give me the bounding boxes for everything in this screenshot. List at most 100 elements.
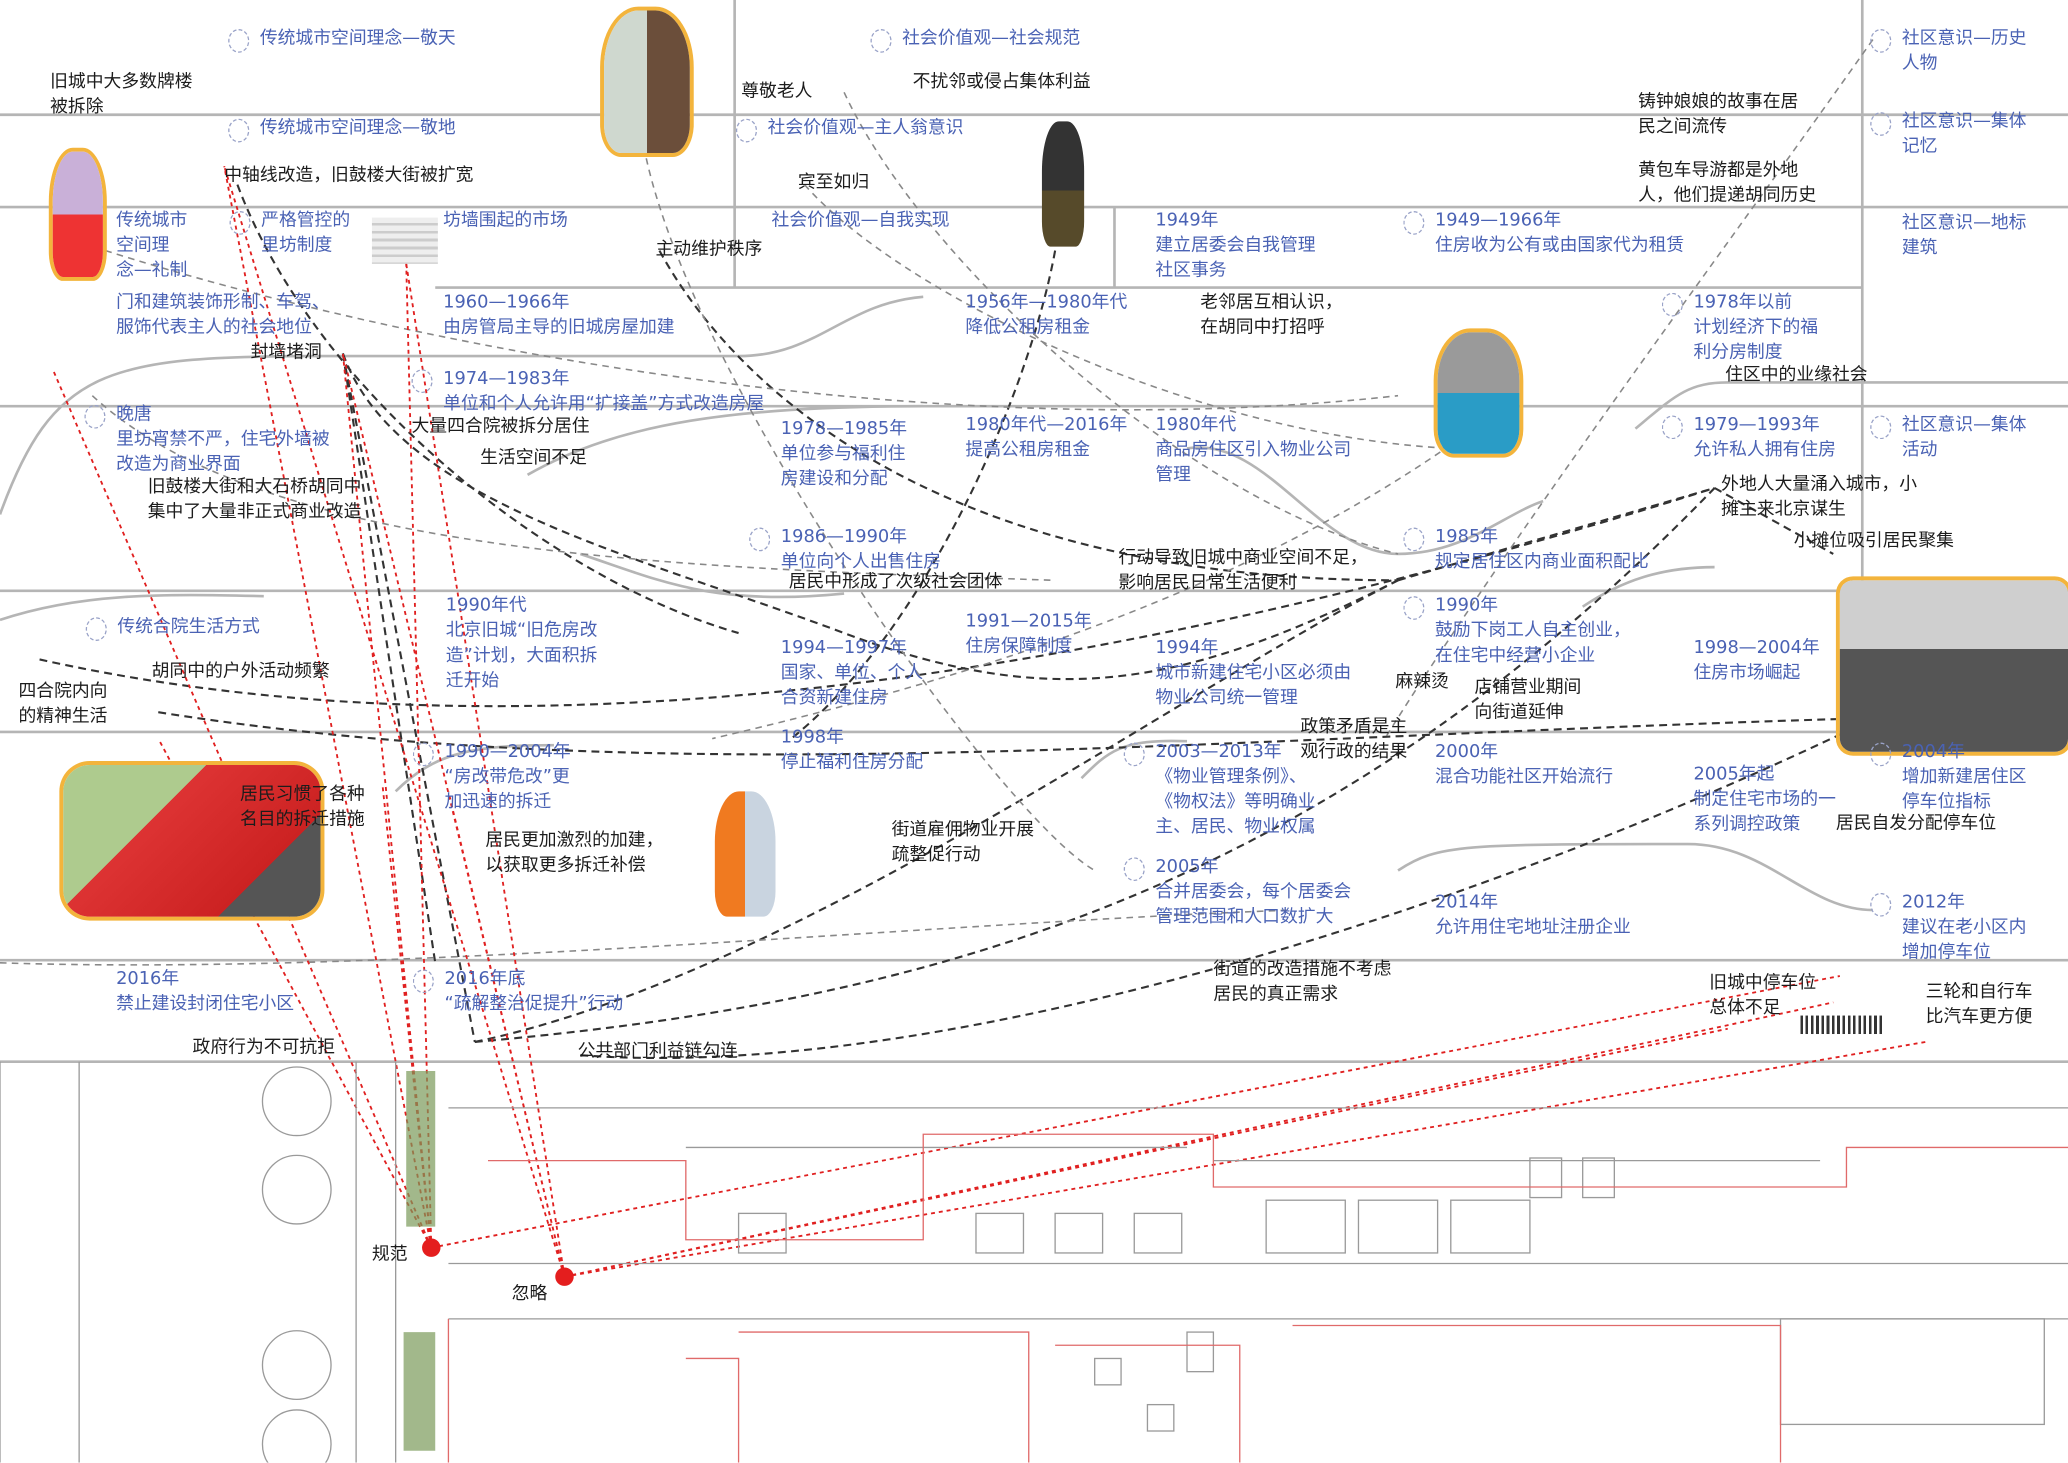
timeline-label: 社会价值观—社会规范	[902, 27, 1081, 49]
observation-note: 住区中的业缘社会	[1725, 364, 1868, 386]
observation-note: 铸钟娘娘的故事在居 民之间流传	[1638, 91, 1799, 138]
timeline-label: 1990年 鼓励下岗工人自主创业， 在住宅中经营小企业	[1434, 594, 1631, 667]
street-elevation-red-outline	[447, 1133, 2068, 1463]
elderly-couple-photo	[714, 791, 776, 917]
timeline-label: 晚唐 里坊宵禁不严，住宅外墙被 改造为商业界面	[116, 403, 330, 475]
observation-note: 街道雇佣物业开展 疏整促行动	[891, 819, 1035, 866]
observation-note: 四合院内向 的精神生活	[18, 680, 108, 727]
observation-note: 居民习惯了各种 名目的拆迁措施	[240, 783, 365, 830]
timeline-label: 传统合院生活方式	[117, 615, 260, 638]
observation-note: 行动导致旧城中商业空间不足， 影响居民日常生活便利	[1118, 547, 1368, 594]
observation-note: 政府行为不可抗拒	[192, 1036, 336, 1058]
timeline-label: 1960—1966年 由房管局主导的旧城房屋加建	[443, 291, 675, 338]
timeline-label: 社区意识—集体 活动	[1901, 414, 2027, 461]
tree-hedge	[403, 1070, 436, 1451]
observation-note: 黄包车导游都是外地 人，他们提递胡同历史	[1638, 159, 1817, 206]
dashed-circle-icon	[84, 404, 106, 429]
observation-note: 三轮和自行车 比汽车更方便	[1925, 981, 2033, 1028]
timeline-label: 2012年 建议在老小区内 增加停车位	[1901, 891, 2027, 963]
dashed-circle-icon	[1123, 742, 1145, 767]
timeline-label: 1978年以前 计划经济下的福 利分房制度	[1693, 291, 1819, 363]
observation-note: 旧鼓楼大街和大石桥胡同中 集中了大量非正式商业改造	[147, 476, 362, 523]
two-elderly-women-photo	[604, 10, 690, 153]
dashed-circle-icon	[412, 969, 434, 994]
timeline-label: 社区意识—历史 人物	[1901, 27, 2027, 74]
observation-note: 不扰邻或侵占集体利益	[912, 71, 1091, 93]
timeline-label: 1980年代—2016年 提高公租房租金	[965, 414, 1128, 461]
timeline-label: 1990年代 北京旧城“旧危房改 造”计划，大面积拆 迁开始	[445, 594, 598, 692]
timeline-label: 2005年起 制定住宅市场的一 系列调控政策	[1693, 763, 1836, 835]
observation-note: 居民中形成了次级社会团体	[788, 571, 1003, 593]
timeline-label: 传统城市空间理念—敬天	[259, 27, 456, 49]
timeline-label: 社区意识—地标 建筑	[1901, 212, 2027, 259]
dashed-circle-icon	[228, 118, 250, 143]
residents-on-sofa-photo	[63, 764, 321, 917]
dashed-circle-icon	[1870, 415, 1892, 440]
dashed-circle-icon	[1870, 29, 1892, 53]
observation-note: 街道的改造措施不考虑 居民的真正需求	[1213, 958, 1392, 1006]
timeline-label: 1998—2004年 住房市场崛起	[1693, 637, 1820, 684]
observation-note: 政策矛盾是主 观行政的结果	[1300, 716, 1408, 763]
man-in-wheelchair-photo	[1437, 332, 1520, 454]
timeline-label: 2004年 增加新建居住区 停车位指标	[1901, 741, 2027, 813]
dashed-circle-icon	[1123, 857, 1145, 882]
street-elevation-drawing	[0, 1061, 2068, 1463]
timeline-label: 2016年 禁止建设封闭住宅小区	[116, 968, 295, 1015]
dashed-circle-icon	[228, 29, 250, 53]
dashed-circle-icon	[749, 527, 771, 552]
timeline-label: 2014年 允许用住宅地址注册企业	[1434, 891, 1631, 938]
observation-note: 麻辣烫	[1395, 671, 1449, 693]
timeline-label: 1986—1990年 单位向个人出售住房	[780, 526, 942, 573]
parking-barcode-icon	[1800, 1015, 1883, 1035]
elderly-woman-sitting-photo	[52, 151, 103, 277]
timeline-label: 1998年 停止福利住房分配	[780, 726, 924, 773]
observation-note: 中轴线改造，旧鼓楼大街被扩宽	[224, 164, 474, 186]
timeline-label: 门和建筑装饰形制、车驾、 服饰代表主人的社会地位	[116, 291, 330, 338]
dashed-circle-icon	[411, 369, 433, 394]
market-wall-image	[371, 217, 438, 264]
band-dividers	[0, 0, 2068, 1064]
observation-note: 胡同中的户外活动频繁	[151, 660, 330, 682]
observation-note: 居民自发分配停车位	[1835, 812, 1997, 834]
dashed-circle-icon	[412, 742, 434, 767]
relation-links-gray	[0, 39, 1874, 966]
timeline-label: 1974—1983年 单位和个人允许用“扩接盖”方式改造房屋	[443, 367, 765, 415]
timeline-label: 2005年 合并居委会，每个居委会 管理范围和人口数扩大	[1155, 855, 1352, 928]
timeline-label: 1990—2004年 “房改带危改”更 加迅速的拆迁	[444, 741, 571, 813]
relation-links-black	[39, 184, 1874, 1060]
dashed-circle-icon	[735, 118, 758, 143]
observation-note: 忽略	[511, 1283, 548, 1305]
man-pointing-photo	[1041, 121, 1085, 247]
timeline-label: 传统城市 空间理 念—礼制	[116, 209, 188, 281]
observation-note: 老邻居互相认识， 在胡同中打招呼	[1200, 291, 1343, 338]
timeline-label: 1956年—1980年代 降低公租房租金	[965, 291, 1128, 338]
timeline-label: 社会价值观—自我实现	[771, 209, 950, 231]
timeline-label: 2016年底 “疏解整治促提升”行动	[444, 968, 624, 1015]
timeline-label: 1949年 建立居委会自我管理 社区事务	[1155, 209, 1316, 281]
timeline-label: 1994—1997年 国家、单位、个人 合资新建住房	[780, 637, 924, 709]
dashed-circle-icon	[1403, 596, 1425, 620]
observation-note: 旧城中大多数牌楼 被拆除	[50, 71, 193, 118]
timeline-label: 1994年 城市新建住宅小区必须由 物业公司统一管理	[1155, 637, 1352, 709]
timeline-label: 社会价值观—主人翁意识	[767, 117, 964, 139]
timeline-label: 坊墙围起的市场	[443, 209, 568, 231]
timeline-label: 1985年 规定居住区内商业面积配比	[1434, 526, 1649, 573]
observation-note: 店铺营业期间 向街道延伸	[1474, 676, 1582, 723]
red-node-ignore	[555, 1267, 574, 1286]
observation-note: 旧城中停车位 总体不足	[1709, 972, 1817, 1019]
dashed-circle-icon	[1403, 211, 1425, 235]
dashed-circle-icon	[1870, 742, 1892, 767]
dashed-circle-icon	[1870, 892, 1892, 917]
observation-note: 封墙堵洞	[250, 341, 322, 363]
timeline-label: 1991—2015年 住房保障制度	[965, 610, 1092, 657]
observation-note: 外地人大量涌入城市，小 摊主来北京谋生	[1721, 473, 1918, 520]
timeline-label: 1949—1966年 住房收为公有或由国家代为租赁	[1434, 209, 1685, 256]
observation-note: 大量四合院被拆分居住	[411, 415, 590, 437]
timeline-label: 1980年代 商品房住区引入物业公司 管理	[1155, 414, 1352, 486]
observation-note: 尊敬老人	[741, 80, 813, 102]
timeline-label: 社区意识—集体 记忆	[1901, 110, 2027, 157]
dashed-circle-icon	[229, 211, 251, 235]
timeline-label: 2000年 混合功能社区开始流行	[1434, 741, 1614, 788]
observation-note: 小摊位吸引居民聚集	[1793, 530, 1954, 552]
dashed-circle-icon	[1403, 527, 1425, 552]
